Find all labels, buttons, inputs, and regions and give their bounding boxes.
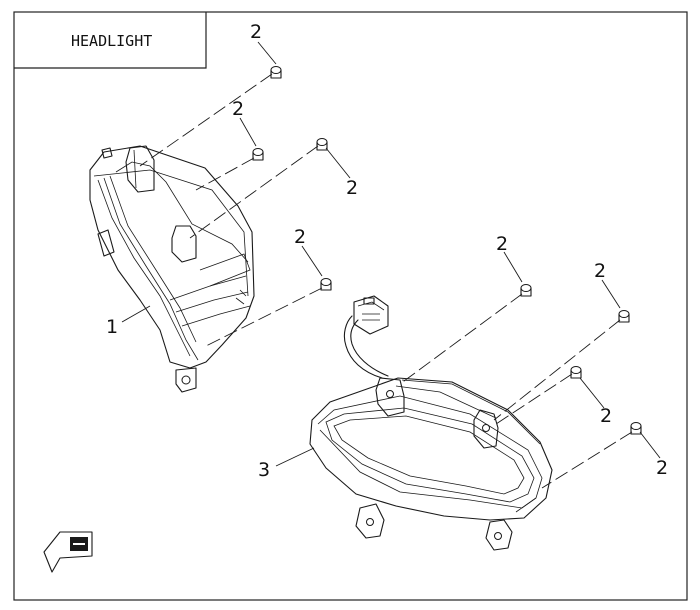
- callout-bolt: 2: [232, 98, 244, 120]
- page-marker-icon: [43, 531, 93, 573]
- callout-bolt: 2: [346, 177, 358, 199]
- headlight-left-assembly: [89, 145, 255, 393]
- callout-bolt: 2: [594, 260, 606, 282]
- title-box: [14, 12, 207, 69]
- callout-bolt: 2: [250, 21, 262, 43]
- leader-lines: [121, 41, 661, 467]
- assembly-lines: [139, 73, 633, 489]
- headlight-right-assembly: [309, 315, 553, 551]
- callout-bolt: 2: [496, 233, 508, 255]
- bolt-icon: [252, 66, 642, 435]
- callout-bolt: 2: [600, 405, 612, 427]
- callout-part-1: 1: [106, 316, 118, 338]
- diagram-frame: [13, 11, 688, 601]
- callout-part-3: 3: [258, 459, 270, 481]
- connector-icon: [353, 295, 389, 335]
- callout-bolt: 2: [656, 457, 668, 479]
- diagram-title: HEADLIGHT: [71, 32, 152, 50]
- callout-bolt: 2: [294, 226, 306, 248]
